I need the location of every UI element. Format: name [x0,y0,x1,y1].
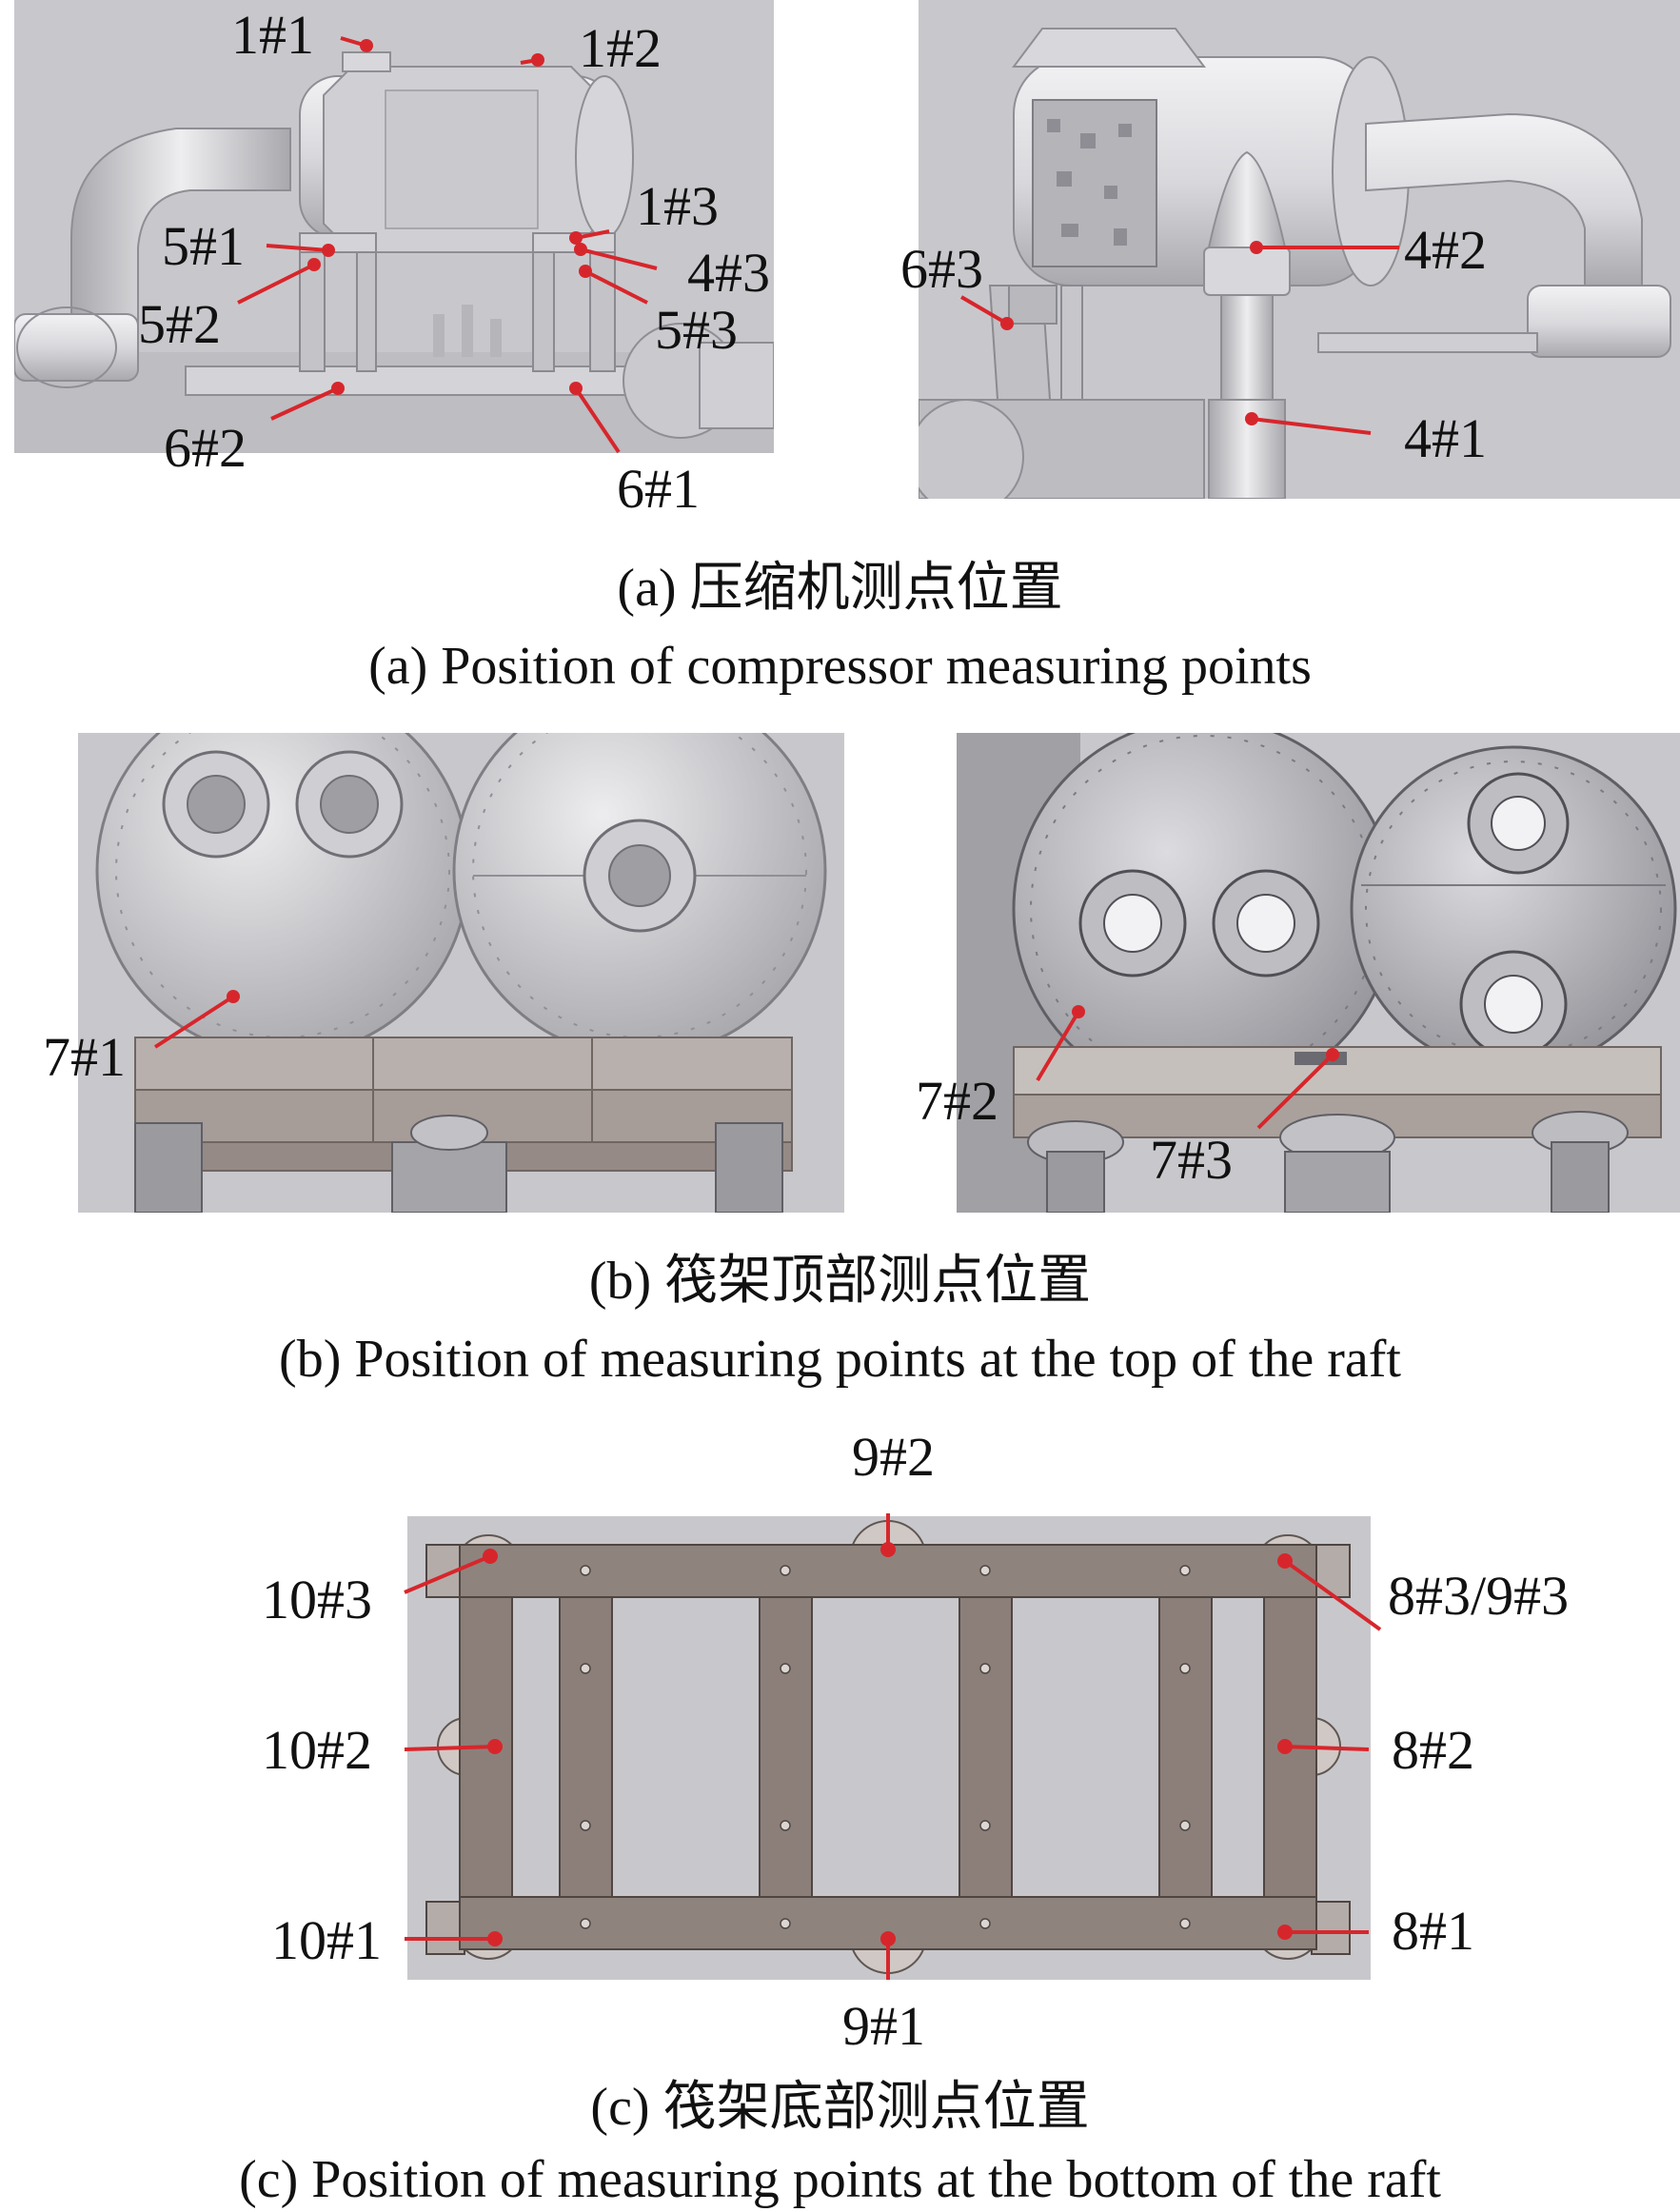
point-label-5-3: 5#3 [655,299,738,361]
point-label-9-1: 9#1 [842,1995,925,2057]
point-label-10-1: 10#1 [271,1909,382,1971]
point-label-5-1: 5#1 [162,215,245,277]
compressor-view-left [14,0,774,453]
point-label-6-3: 6#3 [900,238,983,300]
caption-a-zh: (a) 压缩机测点位置 [617,559,1063,618]
point-label-10-3: 10#3 [262,1569,372,1630]
raft-top-view-right [957,733,1680,1213]
raft-top-view-left [78,733,844,1213]
point-label-7-2: 7#2 [916,1070,998,1132]
point-label-6-2: 6#2 [164,417,247,479]
point-label-7-1: 7#1 [43,1026,126,1088]
caption-b-en: (b) Position of measuring points at the … [279,1330,1401,1389]
compressor-view-right [919,0,1680,499]
point-label-1-2: 1#2 [579,17,662,79]
point-label-4-1: 4#1 [1404,407,1487,469]
point-label-1-1: 1#1 [231,4,314,66]
point-label-7-3: 7#3 [1150,1129,1233,1191]
caption-c-zh: (c) 筏架底部测点位置 [590,2078,1090,2137]
raft-bottom-view [407,1516,1371,1980]
point-label-8-3-9-3: 8#3/9#3 [1388,1565,1570,1627]
caption-a-en: (a) Position of compressor measuring poi… [368,637,1312,696]
point-label-5-2: 5#2 [138,293,221,355]
point-label-8-2: 8#2 [1392,1719,1474,1781]
point-label-6-1: 6#1 [617,458,700,520]
point-label-1-3: 1#3 [636,175,719,237]
caption-c-en: (c) Position of measuring points at the … [239,2150,1441,2209]
point-label-10-2: 10#2 [262,1719,372,1781]
caption-b-zh: (b) 筏架顶部测点位置 [588,1252,1092,1311]
point-label-8-1: 8#1 [1392,1900,1474,1962]
point-label-4-2: 4#2 [1404,219,1487,281]
point-label-4-3: 4#3 [687,242,770,304]
point-label-9-2: 9#2 [852,1426,935,1488]
